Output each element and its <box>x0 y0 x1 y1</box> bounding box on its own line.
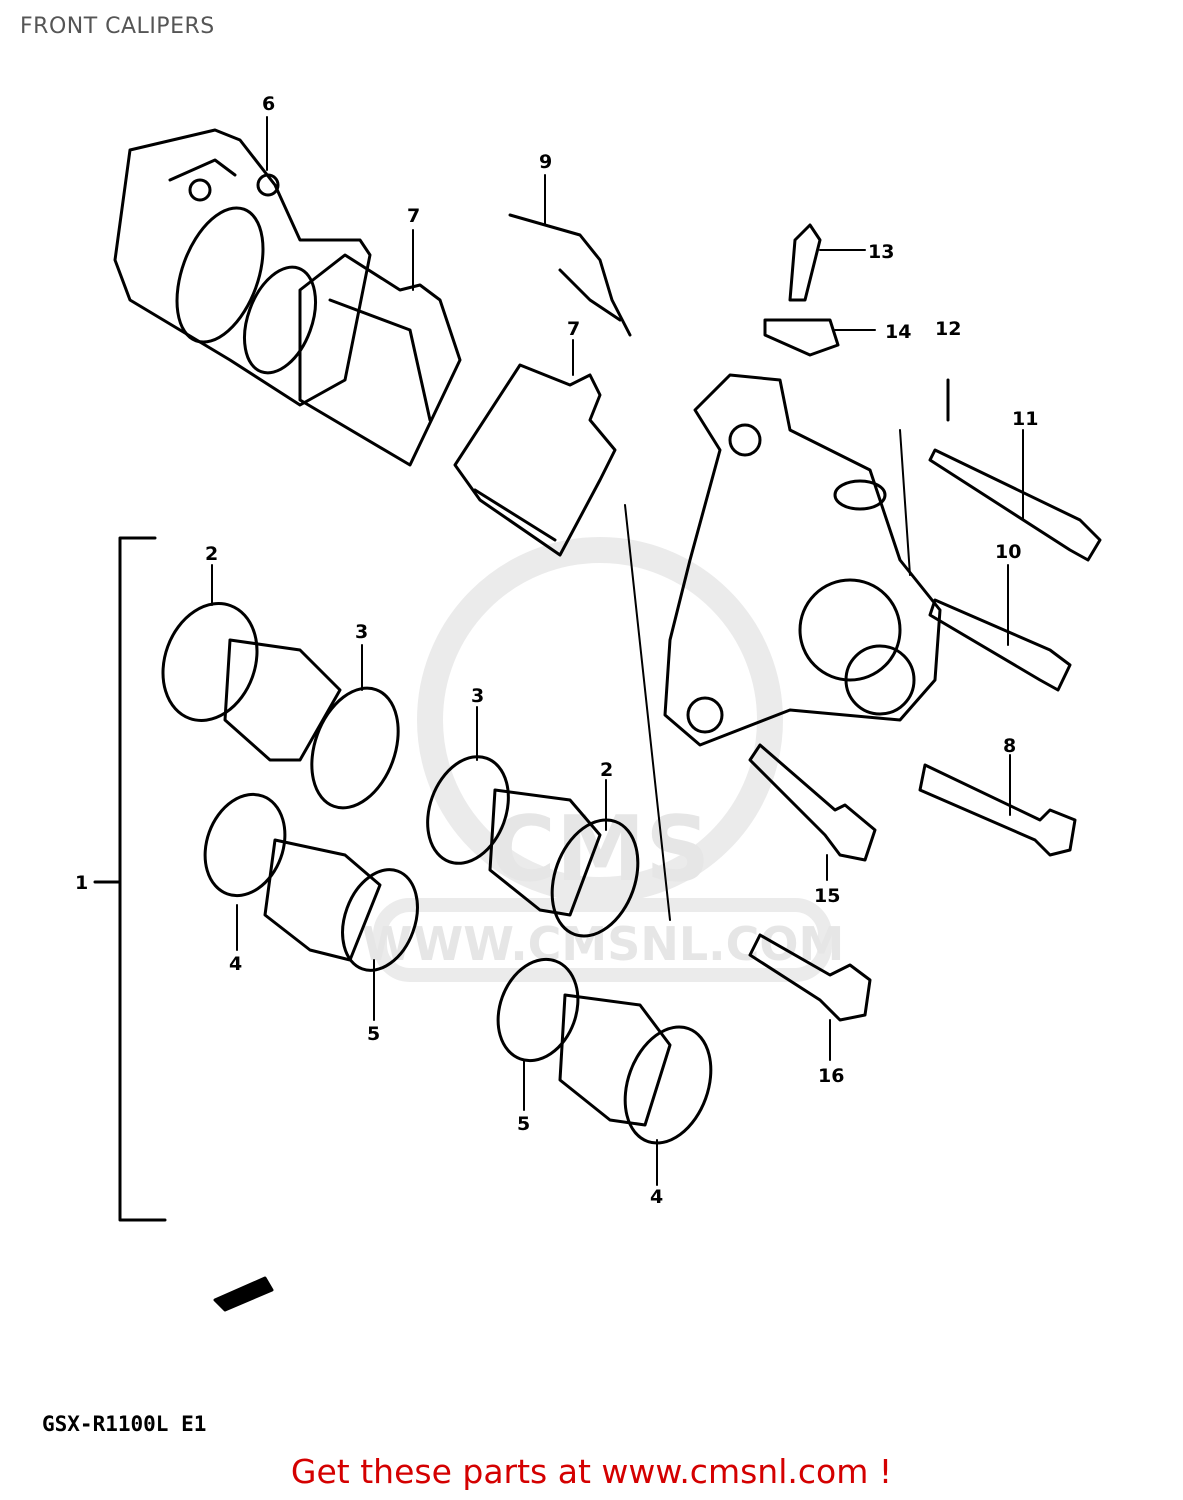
callout-2b: 2 <box>600 759 613 781</box>
callout-3b: 3 <box>471 685 484 707</box>
callout-5b: 5 <box>517 1113 530 1135</box>
seal-3-left <box>310 686 400 810</box>
callout-7a: 7 <box>407 205 420 227</box>
caliper-half-outer <box>113 128 372 407</box>
bolt-8 <box>918 763 1077 857</box>
callout-6: 6 <box>262 93 275 115</box>
piston-lower-middle <box>558 993 672 1127</box>
callout-8: 8 <box>1003 735 1016 757</box>
piston-set-lower-middle <box>496 957 713 1145</box>
seal-2-middle <box>550 818 640 938</box>
callout-13: 13 <box>868 241 894 263</box>
brake-pad-middle <box>453 363 617 557</box>
caliper-half-inner <box>663 373 942 747</box>
ring-4-middle <box>623 1025 713 1145</box>
ring-4-left <box>203 792 287 898</box>
bolt-16 <box>748 933 872 1022</box>
callout-16: 16 <box>818 1065 844 1087</box>
footer-link-container: Get these parts at www.cmsnl.com ! <box>0 1452 1183 1491</box>
kit-bracket <box>118 536 167 1222</box>
callout-14: 14 <box>885 321 911 343</box>
pad-pin-10 <box>928 598 1072 692</box>
watermark-url: WWW.CMSNL.COM <box>362 917 845 971</box>
page-title: FRONT CALIPERS <box>20 14 215 39</box>
bleeder-cap-6 <box>256 173 280 197</box>
watermark: CMS WWW.CMSNL.COM <box>362 537 845 982</box>
pad-pin-11 <box>928 448 1102 562</box>
ring-5-middle <box>496 957 580 1063</box>
callout-15: 15 <box>814 885 840 907</box>
callout-11: 11 <box>1012 408 1038 430</box>
piston-set-upper-left <box>161 602 400 810</box>
front-direction-arrow <box>213 1276 274 1312</box>
leader-lines <box>211 116 1024 1186</box>
piston-middle <box>488 788 602 917</box>
callout-2a: 2 <box>205 543 218 565</box>
piston-set-lower-left <box>203 792 419 972</box>
ring-5-left <box>341 868 419 972</box>
bleeder-cap-14 <box>763 318 840 357</box>
callout-7b: 7 <box>567 318 580 340</box>
callout-4b: 4 <box>650 1186 663 1208</box>
model-code: GSX-R1100L E1 <box>42 1412 207 1436</box>
callout-1: 1 <box>75 872 88 894</box>
watermark-logo: CMS <box>490 797 710 902</box>
seal-2-left <box>161 602 259 722</box>
pad-spring <box>508 213 632 337</box>
bolt-15 <box>748 743 877 862</box>
callouts: 6 7 9 7 13 14 12 11 10 8 15 16 2 3 3 2 1… <box>75 93 1038 1208</box>
callout-10: 10 <box>995 541 1021 563</box>
callout-3a: 3 <box>355 621 368 643</box>
cmsnl-link[interactable]: Get these parts at www.cmsnl.com ! <box>290 1452 893 1491</box>
seal-3-middle <box>426 755 510 865</box>
piston-set-middle <box>426 755 640 938</box>
bleeder-screw <box>788 223 822 302</box>
piston-upper-left <box>223 638 342 762</box>
callout-12: 12 <box>935 318 961 340</box>
callout-9: 9 <box>539 151 552 173</box>
callout-4a: 4 <box>229 953 242 975</box>
brake-pad-left <box>298 253 462 467</box>
callout-5a: 5 <box>367 1023 380 1045</box>
